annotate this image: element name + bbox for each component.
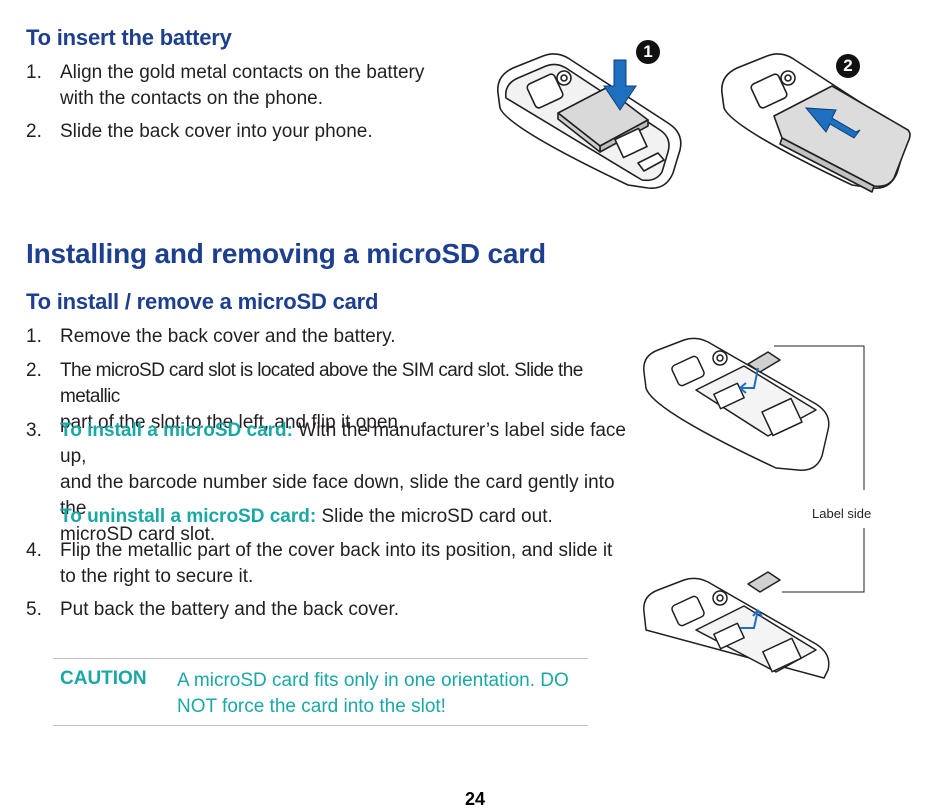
step-number: 4. <box>26 540 42 561</box>
step-number: 2. <box>26 360 42 381</box>
microsd-step-2: 2. The microSD card slot is located abov… <box>26 358 626 433</box>
callout-1: 1 <box>636 40 660 64</box>
callout-2: 2 <box>836 54 860 78</box>
microsd-subheading: To install / remove a microSD card <box>26 289 379 314</box>
microsd-uninstall-note: To uninstall a microSD card: Slide the m… <box>26 504 626 530</box>
microsd-step-4: 4. Flip the metallic part of the cover b… <box>26 538 626 590</box>
step-text: Put back the battery and the back cover. <box>60 599 400 620</box>
step-number: 3. <box>26 420 42 441</box>
uninstall-lead: To uninstall a microSD card: <box>60 506 317 527</box>
microsd-phone-bottom <box>643 571 830 679</box>
microsd-phone-top <box>643 337 830 471</box>
step-number: 2. <box>26 121 42 142</box>
label-side-caption: Label side <box>812 506 872 521</box>
microsd-illustrations <box>643 337 865 679</box>
back-cover-slide-illustration <box>720 53 911 193</box>
microsd-step-3: 3. To install a microSD card: With the m… <box>26 418 626 545</box>
step-text: Flip the metallic part of the cover back… <box>60 540 613 587</box>
battery-step-2: 2. Slide the back cover into your phone. <box>26 119 466 145</box>
step-number: 1. <box>26 326 42 347</box>
battery-step-1: 1. Align the gold metal contacts on the … <box>26 60 466 112</box>
step-text: Align the gold metal contacts on the bat… <box>60 62 425 109</box>
microsd-step-1: 1. Remove the back cover and the battery… <box>26 324 626 350</box>
caution-text: A microSD card fits only in one orientat… <box>177 670 569 717</box>
battery-heading: To insert the battery <box>26 25 232 50</box>
step-text: Remove the back cover and the battery. <box>60 326 396 347</box>
caution-label: CAUTION <box>60 668 147 689</box>
caution-box: CAUTION A microSD card fits only in one … <box>53 658 588 726</box>
step-number: 1. <box>26 62 42 83</box>
microsd-heading: Installing and removing a microSD card <box>26 238 546 269</box>
step-text: To uninstall a microSD card: Slide the m… <box>60 506 553 527</box>
install-lead: To install a microSD card: <box>60 420 293 441</box>
step-text: To install a microSD card: With the manu… <box>60 420 627 545</box>
page-number: 24 <box>464 789 486 809</box>
microsd-step-5: 5. Put back the battery and the back cov… <box>26 597 626 623</box>
step-text: Slide the back cover into your phone. <box>60 121 373 142</box>
step-number: 5. <box>26 599 42 620</box>
battery-insert-illustration <box>496 53 682 190</box>
step-text: The microSD card slot is located above t… <box>60 360 583 433</box>
